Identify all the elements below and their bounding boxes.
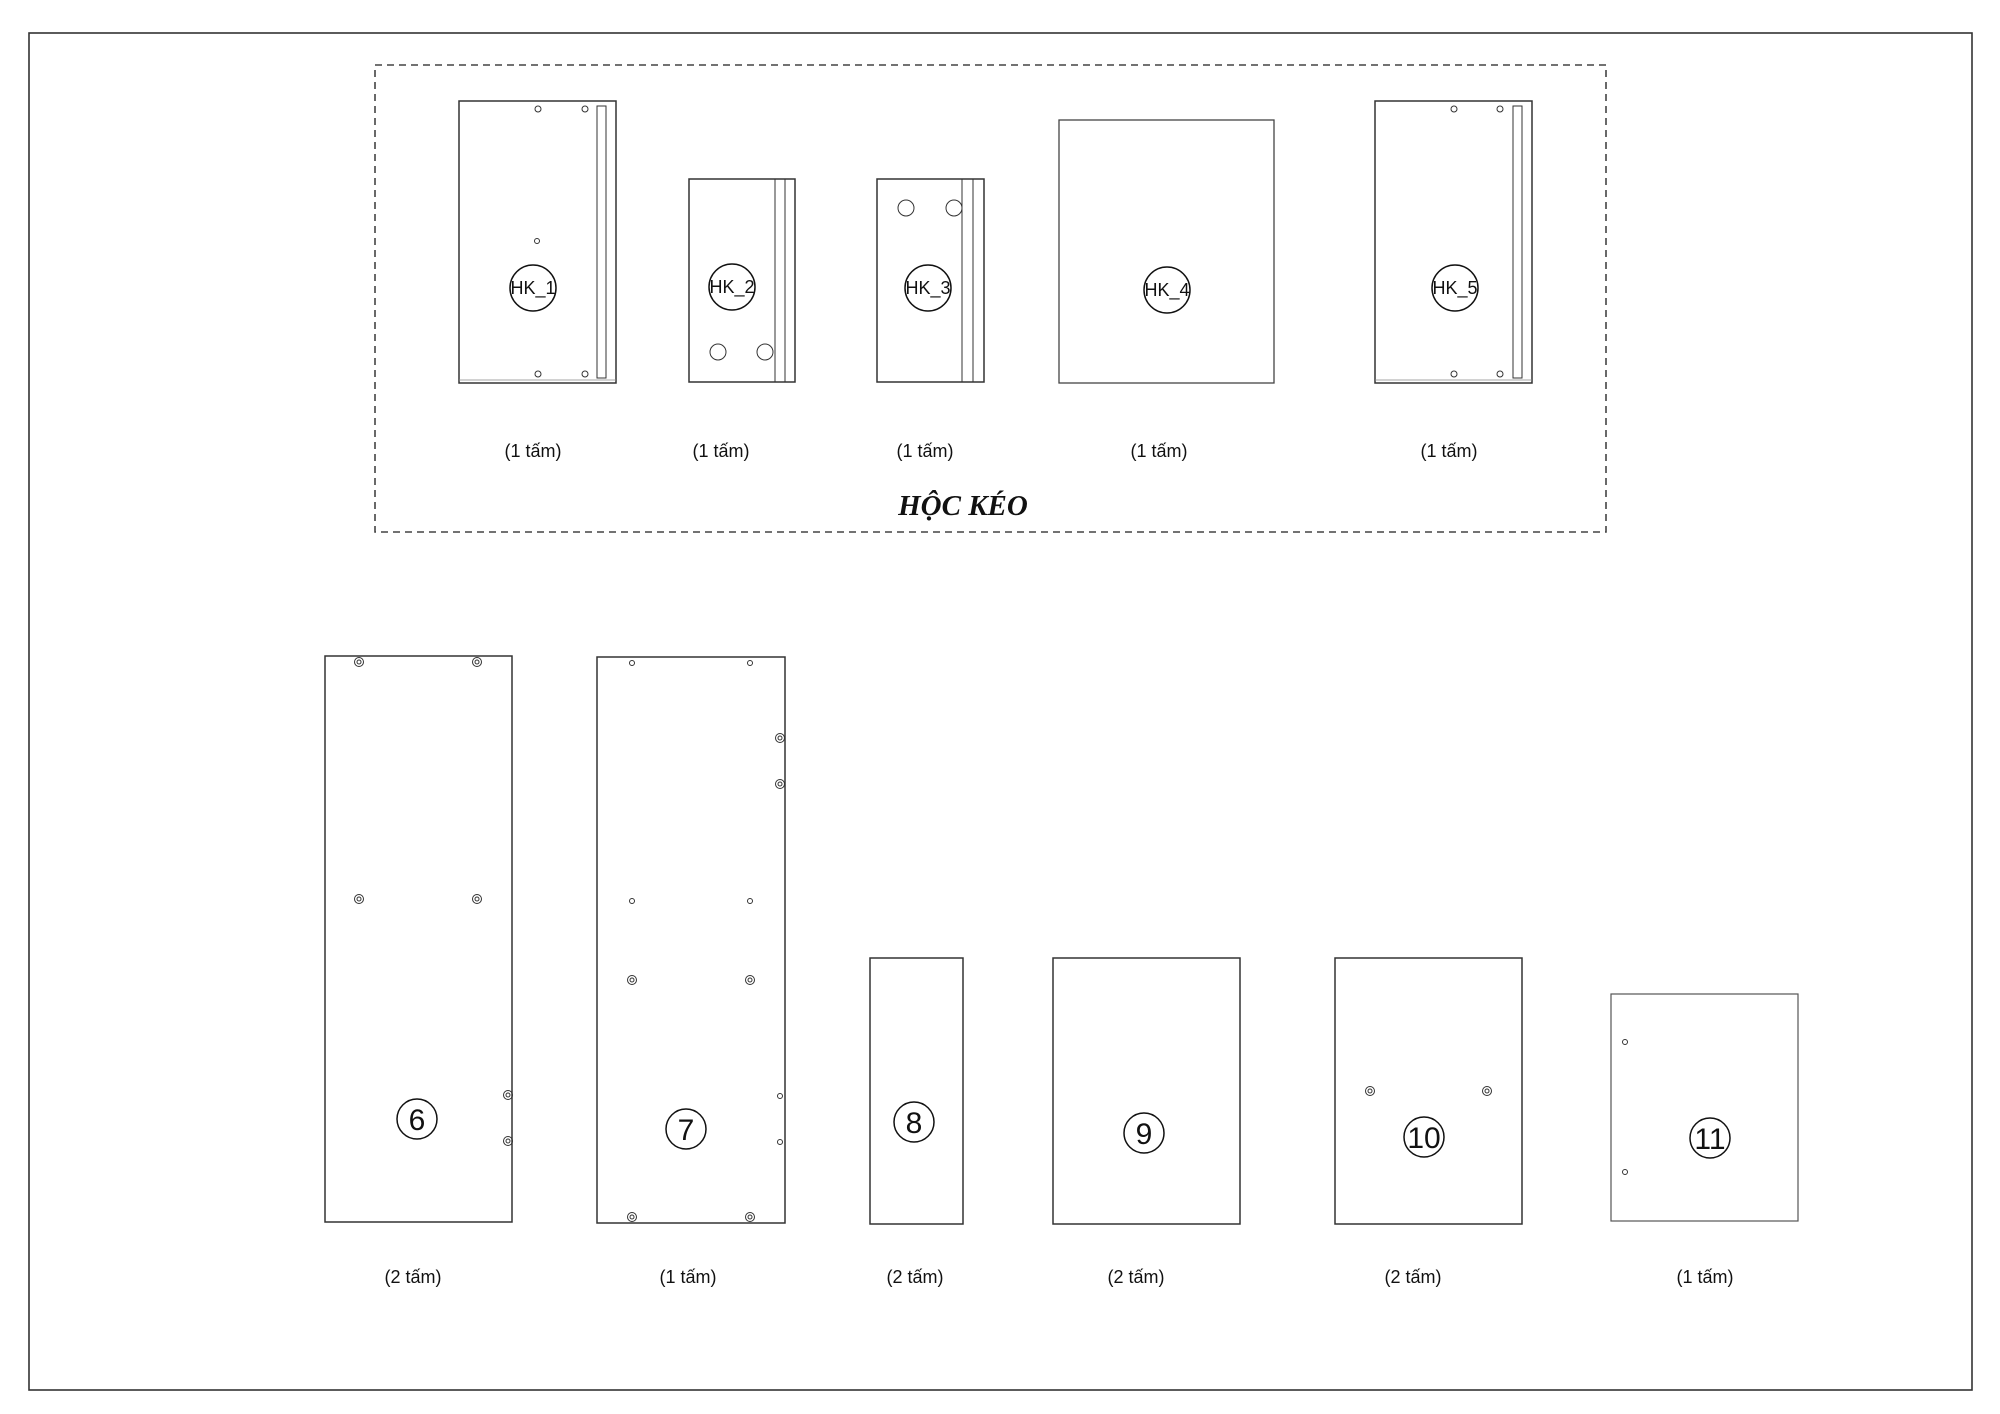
part-hk4: HK_4 bbox=[1058, 119, 1275, 384]
part-label-circle bbox=[708, 263, 756, 311]
part-label-circle bbox=[893, 1101, 935, 1143]
part-quantity: (2 tấm) bbox=[1384, 1267, 1441, 1287]
part-label: HK_3 bbox=[905, 278, 950, 299]
part-label: HK_4 bbox=[1144, 280, 1189, 301]
panel-7: 7 bbox=[596, 656, 786, 1224]
part-quantity: (1 tấm) bbox=[1676, 1267, 1733, 1287]
part-quantity: (2 tấm) bbox=[1107, 1267, 1164, 1287]
part-label-circle bbox=[1143, 266, 1191, 314]
part-quantity: (1 tấm) bbox=[1130, 441, 1187, 461]
part-quantity: (2 tấm) bbox=[384, 1267, 441, 1287]
part-label: 11 bbox=[1694, 1123, 1725, 1156]
part-label-circle bbox=[665, 1108, 707, 1150]
part-quantity: (1 tấm) bbox=[504, 441, 561, 461]
sheet-border bbox=[28, 32, 1973, 1391]
part-label-circle bbox=[396, 1098, 438, 1140]
drawer-group-title: HỘC KÉO bbox=[897, 489, 1028, 522]
part-quantity: (1 tấm) bbox=[692, 441, 749, 461]
drawer-group-frame bbox=[374, 64, 1607, 533]
part-label-circle bbox=[1689, 1117, 1731, 1159]
part-label: 7 bbox=[678, 1114, 695, 1147]
part-quantity: (2 tấm) bbox=[886, 1267, 943, 1287]
part-hk5: HK_5 bbox=[1374, 100, 1533, 384]
part-hk3: HK_3 bbox=[876, 178, 985, 383]
part-hk1: HK_1 bbox=[458, 100, 617, 384]
panel-10: 10 bbox=[1334, 957, 1523, 1225]
panel-11: 11 bbox=[1610, 993, 1799, 1222]
part-quantity: (1 tấm) bbox=[1420, 441, 1477, 461]
part-label: HK_5 bbox=[1432, 278, 1477, 299]
part-label: HK_2 bbox=[709, 277, 754, 298]
part-hk2: HK_2 bbox=[688, 178, 796, 383]
panel-8: 8 bbox=[869, 957, 964, 1225]
part-label: 8 bbox=[906, 1107, 923, 1140]
part-label-circle bbox=[904, 264, 952, 312]
part-label: HK_1 bbox=[510, 278, 555, 299]
part-quantity: (1 tấm) bbox=[896, 441, 953, 461]
panel-6: 6 bbox=[324, 655, 513, 1223]
part-quantity: (1 tấm) bbox=[659, 1267, 716, 1287]
part-label-circle bbox=[509, 264, 557, 312]
part-label: 6 bbox=[409, 1104, 426, 1137]
part-label-circle bbox=[1123, 1112, 1165, 1154]
part-label: 9 bbox=[1136, 1118, 1153, 1151]
part-label-circle bbox=[1403, 1116, 1445, 1158]
part-label: 10 bbox=[1407, 1122, 1440, 1155]
panel-9: 9 bbox=[1052, 957, 1241, 1225]
part-label-circle bbox=[1431, 264, 1479, 312]
